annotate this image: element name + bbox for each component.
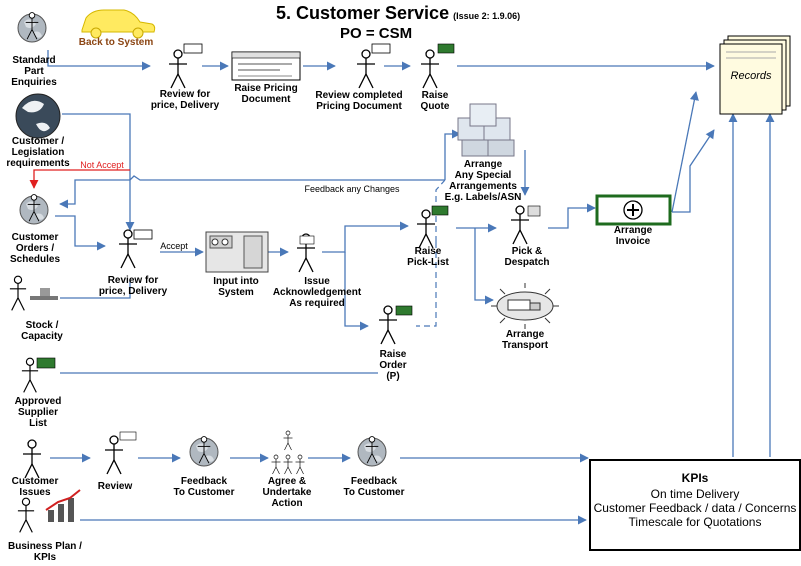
raise-pricing-document-icon <box>231 51 301 81</box>
kpi-box: KPIs On time Delivery Customer Feedback … <box>589 459 801 551</box>
arrange-transport-icon <box>491 283 559 329</box>
feedback2-label: Feedback To Customer <box>343 476 405 498</box>
approved-supplier-label: Approved Supplier List <box>14 396 62 429</box>
records-stack <box>719 35 791 115</box>
not-accept-arrow <box>29 169 130 189</box>
stock-capacity-label: Stock / Capacity <box>21 320 63 342</box>
feedback-to-customer-1-icon <box>189 436 219 467</box>
raise-pick-label: Raise Pick-List <box>407 246 449 268</box>
issue-acknowledgement-icon <box>296 233 316 273</box>
raise-quote-label: Raise Quote <box>420 90 450 112</box>
not-accept-label: Not Accept <box>80 160 124 170</box>
arrange-special-label: Arrange Any Special Arrangements E.g. La… <box>444 159 522 203</box>
agree-label: Agree & Undertake Action <box>262 476 312 509</box>
customer-legislation-globe-icon <box>15 93 61 139</box>
kpi-line: Timescale for Quotations <box>628 515 762 529</box>
agree-undertake-icon <box>271 430 305 475</box>
review-top-label: Review for price, Delivery <box>150 89 220 111</box>
standard-part-label: Standard Part Enquiries <box>11 55 57 88</box>
input-into-system-icon <box>205 231 269 273</box>
review-completed-icon <box>356 43 391 89</box>
accept-label: Accept <box>160 241 188 251</box>
feedback-changes-label: Feedback any Changes <box>304 184 400 194</box>
stock-capacity-icon <box>9 275 58 311</box>
customer-legislation-label: Customer / Legislation requirements <box>6 136 70 169</box>
raise-order-label: Raise Order (P) <box>379 349 407 382</box>
arrange-invoice-icon[interactable] <box>595 194 672 226</box>
review-bottom-label: Review <box>97 481 133 492</box>
review-completed-label: Review completed Pricing Document <box>315 90 403 112</box>
feedback1-label: Feedback To Customer <box>173 476 235 498</box>
customer-issues-label: Customer Issues <box>11 476 59 498</box>
car-icon[interactable] <box>81 9 156 39</box>
arrange-invoice-label: Arrange Invoice <box>613 225 653 247</box>
review-top-icon <box>168 43 203 89</box>
pick-despatch-icon <box>510 205 541 245</box>
arrange-transport-label: Arrange Transport <box>501 329 549 351</box>
review-bottom-icon <box>104 431 137 475</box>
raise-pricing-label: Raise Pricing Document <box>234 83 298 105</box>
records-label: Records <box>730 70 772 82</box>
review-middle-label: Review for price, Delivery <box>98 275 168 297</box>
raise-order-icon <box>378 305 413 345</box>
customer-issues-icon <box>22 439 42 479</box>
connector-lines <box>47 50 775 525</box>
kpi-line: On time Delivery <box>650 487 740 501</box>
pick-despatch-label: Pick & Despatch <box>504 246 550 268</box>
raise-pick-list-icon <box>416 205 449 249</box>
customer-orders-label: Customer Orders / Schedules <box>9 232 61 265</box>
feedback-to-customer-2-icon <box>357 436 387 467</box>
issue-label: (Issue 2: 1.9.06) <box>453 11 521 21</box>
approved-supplier-icon <box>21 357 56 393</box>
subtitle: PO = CSM <box>340 25 413 42</box>
back-to-system-link[interactable]: Back to System <box>78 37 154 48</box>
customer-orders-icon <box>19 194 49 225</box>
page-title: 5. Customer Service(Issue 2: 1.9.06) <box>276 3 521 23</box>
review-middle-icon <box>118 229 153 269</box>
issue-ack-label: Issue Acknowledgement As required <box>272 276 362 309</box>
input-system-label: Input into System <box>213 276 259 298</box>
business-plan-icon <box>17 489 81 533</box>
standard-part-icon <box>17 12 47 43</box>
raise-quote-icon <box>420 43 455 89</box>
kpi-line: Customer Feedback / data / Concerns <box>593 501 797 515</box>
business-plan-label: Business Plan / KPIs <box>8 541 82 563</box>
arrange-special-boxes-icon <box>457 103 515 157</box>
kpi-heading: KPIs <box>681 471 709 485</box>
